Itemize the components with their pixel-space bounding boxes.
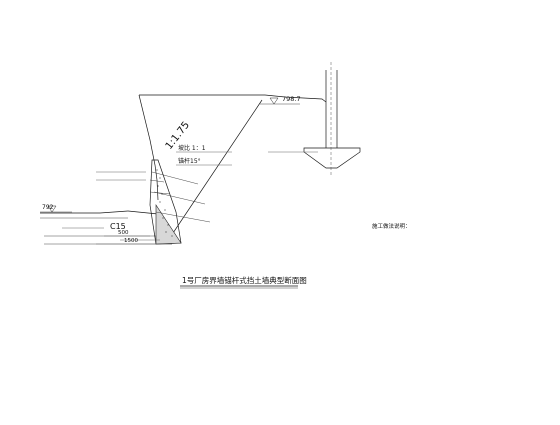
callout-lines [62,151,318,241]
dim-bottom-1: 500 [118,230,129,236]
retaining-wall [149,159,182,245]
drawing-title: 1号厂房界墙锚杆式挡土墙典型断面图 [182,275,307,285]
bottom-dimensions [96,235,172,245]
building-column [303,62,361,175]
elevation-marker-left [40,205,72,213]
elevation-marker-top [260,97,300,105]
callout-slope: 坡比 1：1 [178,144,206,152]
notes-heading: 施工做法说明： [372,222,411,230]
dim-bottom-2: 1500 [124,238,138,244]
concrete-label: C15 [110,222,126,231]
slope-profile [40,94,327,245]
wall-hatch [156,169,173,237]
callout-angle: 锚杆15° [178,157,201,165]
elevation-top-label: 798.7 [282,95,301,103]
elevation-left-label: 792 [42,204,54,211]
